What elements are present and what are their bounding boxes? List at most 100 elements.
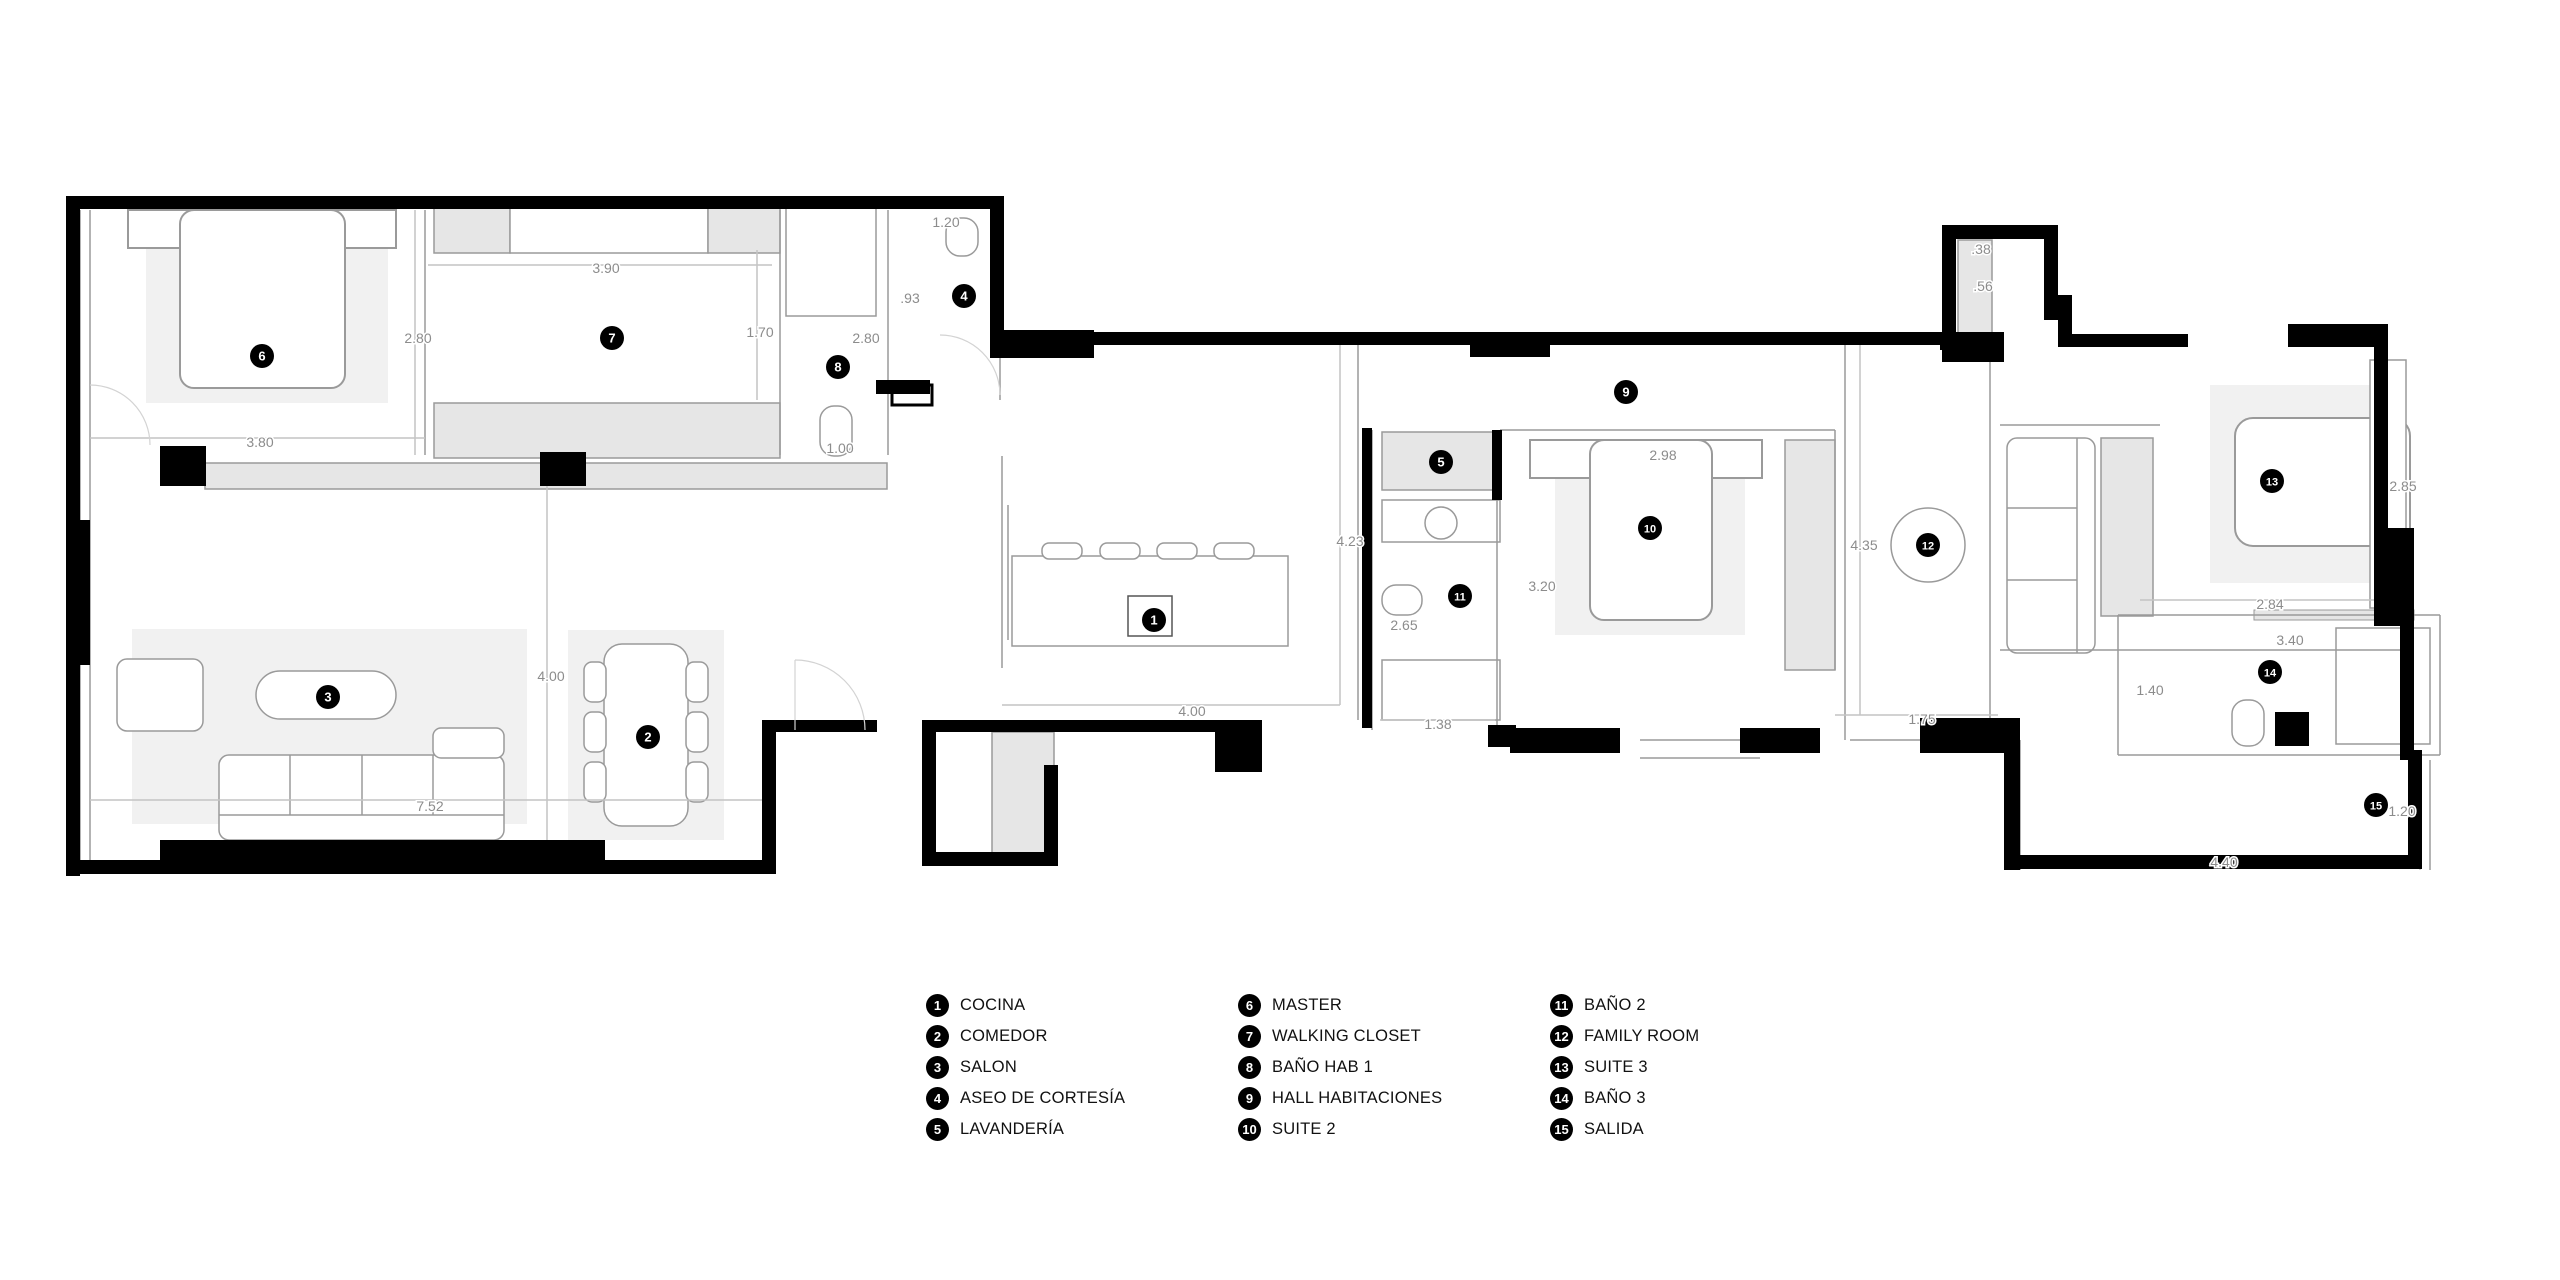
legend-room-name: COCINA bbox=[960, 996, 1026, 1014]
legend-item: 14 BAÑO 3 bbox=[1550, 1083, 1699, 1114]
legend-item: 5 LAVANDERÍA bbox=[926, 1114, 1125, 1145]
wall-bath2-bottom bbox=[1488, 725, 1516, 747]
wall-top-right-2 bbox=[2288, 324, 2386, 347]
room-badge-circle bbox=[636, 725, 660, 749]
legend-column-1: 1 COCINA 2 COMEDOR 3 SALON 4 ASEO DE CORTESÍ… bbox=[926, 990, 1125, 1145]
wall-top-left bbox=[66, 196, 1004, 209]
room-legend: 1 COCINA 2 COMEDOR 3 SALON 4 ASEO DE CORTESÍ… bbox=[926, 990, 1746, 1150]
room-badge-number: 5 bbox=[1437, 455, 1444, 470]
room-badge-circle bbox=[952, 284, 976, 308]
dimension-label: 4.23 bbox=[1336, 533, 1363, 549]
wall-stair-top bbox=[1942, 225, 2057, 239]
wall-top-middle bbox=[1094, 332, 1950, 345]
legend-number-badge: 4 bbox=[926, 1087, 949, 1110]
room-badge-number: 2 bbox=[644, 730, 651, 745]
wall-step-1 bbox=[990, 196, 1004, 336]
wall-top-right-1 bbox=[2058, 334, 2188, 347]
dimension-label: 4.35 bbox=[1850, 537, 1877, 553]
salon-armchair bbox=[116, 658, 204, 732]
dimension-label: 4.00 bbox=[1178, 703, 1205, 719]
closet-shelf-1 bbox=[433, 207, 511, 254]
dimension-label: 1.40 bbox=[2136, 682, 2163, 698]
legend-number-badge: 5 bbox=[926, 1118, 949, 1141]
master-bed bbox=[179, 209, 346, 389]
dimension-label: .93 bbox=[900, 290, 920, 306]
room-badge-number: 9 bbox=[1622, 385, 1629, 400]
legend-number-badge: 8 bbox=[1238, 1056, 1261, 1079]
wall-salida-ext-left bbox=[2004, 740, 2020, 870]
legend-room-name: BAÑO 3 bbox=[1584, 1089, 1646, 1107]
legend-number-badge: 2 bbox=[926, 1025, 949, 1048]
legend-room-name: SALON bbox=[960, 1058, 1017, 1076]
room-badge-circle bbox=[1142, 608, 1166, 632]
wall-bottom-jog bbox=[762, 720, 877, 732]
legend-room-name: BAÑO HAB 1 bbox=[1272, 1058, 1374, 1076]
room-badge-circle bbox=[250, 344, 274, 368]
dimension-label: 2.84 bbox=[2256, 596, 2283, 612]
wall-bottom-left bbox=[66, 860, 776, 874]
room-badge-circle bbox=[2258, 660, 2282, 684]
legend-item: 3 SALON bbox=[926, 1052, 1125, 1083]
closet-shelf-3 bbox=[707, 207, 781, 254]
stair-block bbox=[1957, 239, 1993, 341]
legend-item: 2 COMEDOR bbox=[926, 1021, 1125, 1052]
legend-number-badge: 1 bbox=[926, 994, 949, 1017]
dimension-label: 3.80 bbox=[246, 434, 273, 450]
wall-laundry bbox=[1492, 430, 1502, 500]
legend-room-name: MASTER bbox=[1272, 996, 1342, 1014]
wall-bottom-family bbox=[1920, 718, 2020, 753]
legend-number-badge: 3 bbox=[926, 1056, 949, 1079]
wall-right-upper bbox=[2374, 324, 2388, 539]
legend-room-name: SUITE 3 bbox=[1584, 1058, 1648, 1076]
dimension-label: 4.40 bbox=[2210, 854, 2237, 870]
legend-room-name: LAVANDERÍA bbox=[960, 1120, 1065, 1138]
wall-bottom-block bbox=[1215, 722, 1262, 772]
dimension-lines bbox=[90, 210, 2421, 870]
legend-number-badge: 14 bbox=[1550, 1087, 1573, 1110]
wall-salida-ext-right bbox=[2408, 750, 2422, 868]
door-swings bbox=[89, 334, 1001, 731]
room-badge-circle bbox=[600, 326, 624, 350]
bath1-toilet bbox=[819, 405, 853, 457]
legend-number-badge: 15 bbox=[1550, 1118, 1573, 1141]
room-badge-number: 7 bbox=[608, 331, 615, 346]
wall-bottom-step bbox=[762, 720, 776, 874]
room-badge-number: 15 bbox=[2370, 801, 2382, 813]
legend-room-name: ASEO DE CORTESÍA bbox=[960, 1089, 1126, 1107]
wall-salida-left bbox=[922, 720, 936, 865]
room-badge-circle bbox=[1448, 584, 1472, 608]
room-badge-circle bbox=[2260, 469, 2284, 493]
family-room-shelf bbox=[2100, 437, 2154, 617]
legend-number-badge: 11 bbox=[1550, 994, 1573, 1017]
dimension-label: 1.75 bbox=[1908, 711, 1935, 727]
aseo-toilet bbox=[945, 217, 979, 257]
wall-salida-ext-bottom bbox=[2004, 855, 2422, 869]
walls bbox=[66, 196, 2422, 876]
room-badge-number: 14 bbox=[2264, 668, 2277, 680]
room-badge-number: 11 bbox=[1454, 592, 1466, 604]
dimension-label: 2.65 bbox=[1390, 617, 1417, 633]
legend-number-badge: 7 bbox=[1238, 1025, 1261, 1048]
dimension-label: 3.40 bbox=[2276, 632, 2303, 648]
dimension-label: 2.85 bbox=[2389, 478, 2416, 494]
wall-left-column bbox=[66, 520, 90, 665]
legend-room-name: COMEDOR bbox=[960, 1027, 1048, 1045]
room-badge-circle bbox=[1429, 450, 1453, 474]
suite3-bed bbox=[2234, 417, 2411, 547]
room-badge-number: 6 bbox=[258, 349, 265, 364]
legend-room-name: FAMILY ROOM bbox=[1584, 1027, 1700, 1045]
wall-salida-top bbox=[922, 720, 1262, 732]
dimension-label: 1.38 bbox=[1424, 716, 1451, 732]
bath3-shower bbox=[2335, 627, 2431, 745]
column-bath3 bbox=[2275, 712, 2309, 746]
wall-bottom-suite2-b bbox=[1740, 728, 1820, 753]
